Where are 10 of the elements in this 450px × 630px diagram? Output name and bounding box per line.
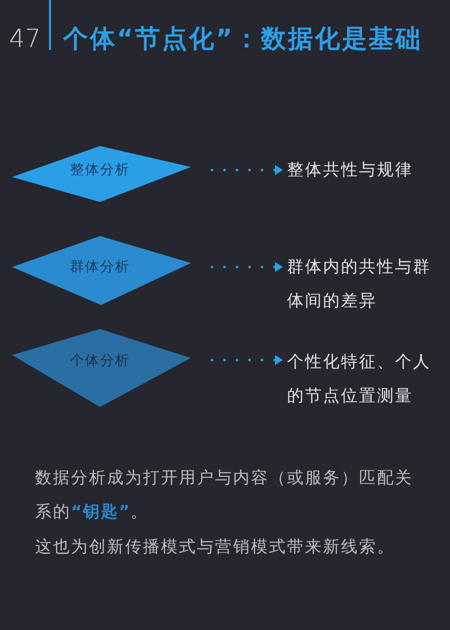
result-text: 个性化特征、个人的节点位置测量	[287, 345, 437, 413]
diamond: 个体分析	[12, 329, 191, 407]
title: 个体“节点化”：数据化是基础	[63, 24, 422, 54]
result-text: 群体内的共性与群体间的差异	[287, 250, 437, 318]
page-number: 47	[9, 26, 41, 52]
diamond: 群体分析	[12, 236, 191, 305]
body-text: 这也为创新传播模式与营销模式带来新线索。	[35, 536, 395, 558]
body-text: 数据分析成为打开用户与内容（或服务）匹配关系的“钥匙”。	[35, 467, 414, 523]
diamond: 整体分析	[12, 146, 191, 202]
result-text: 整体共性与规律	[287, 153, 413, 187]
